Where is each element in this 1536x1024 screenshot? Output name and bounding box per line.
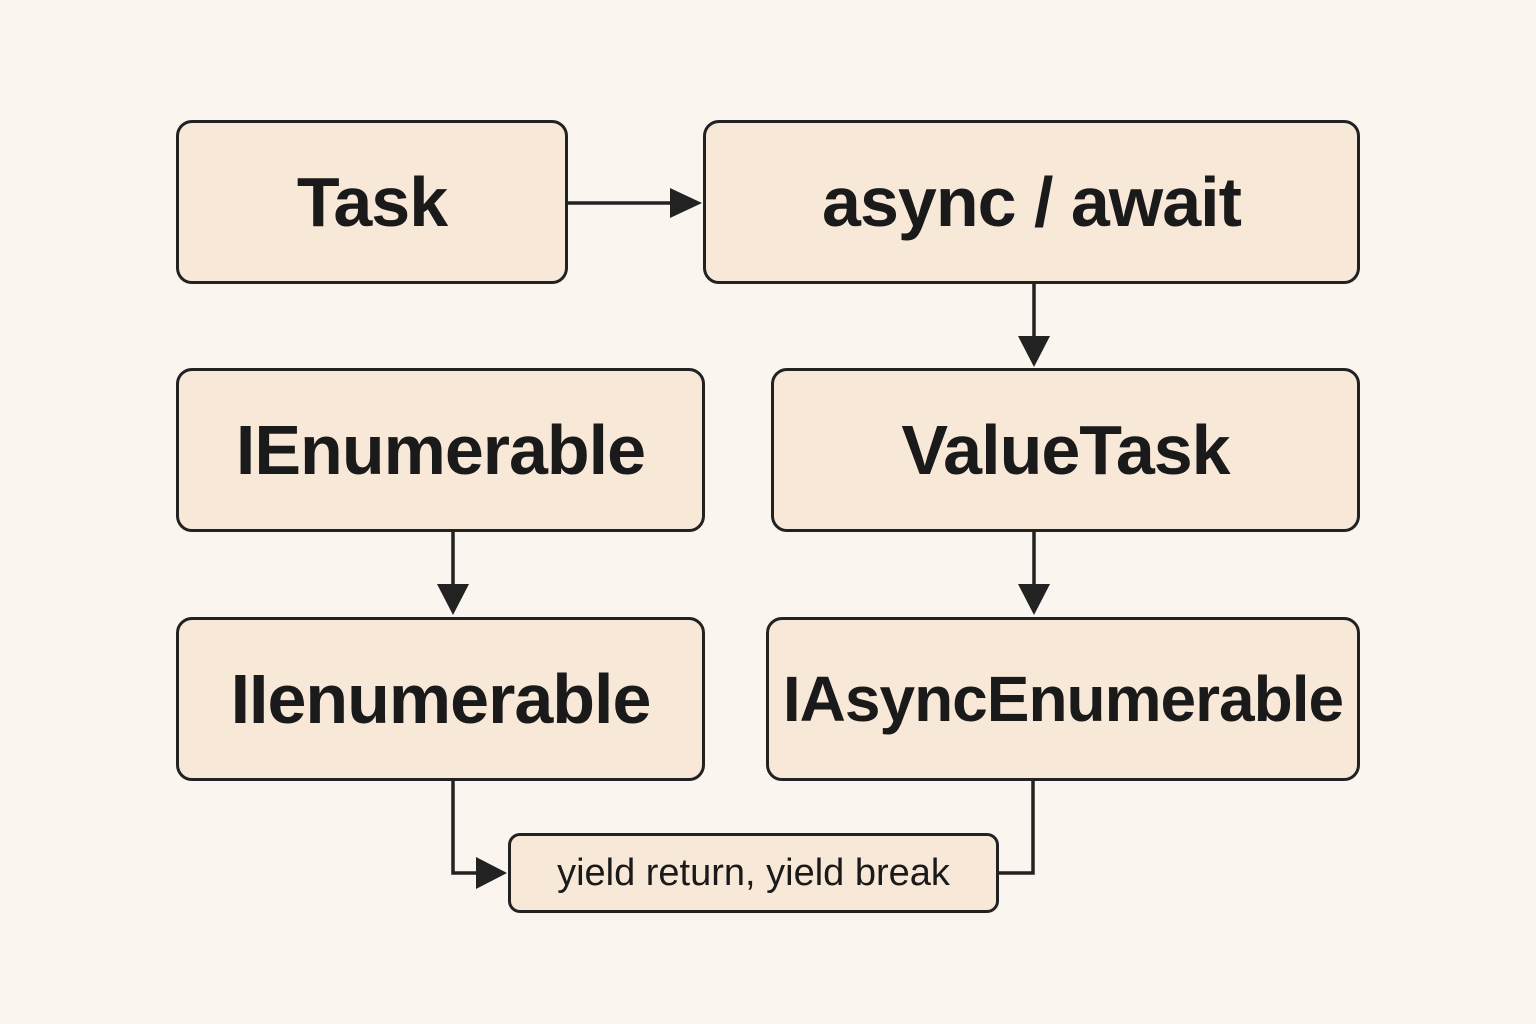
edge-iasync-to-yield (999, 781, 1035, 875)
edge-iienumerable-to-yield (451, 781, 478, 875)
edge-valuetask-to-iasync-arrowhead (1018, 584, 1050, 615)
edge-async-to-valuetask-arrowhead (1018, 336, 1050, 367)
node-yield: yield return, yield break (508, 833, 999, 913)
edge-iienumerable-to-yield-arrowhead (476, 857, 507, 889)
node-valuetask: ValueTask (771, 368, 1360, 532)
node-async-await: async / await (703, 120, 1360, 284)
edge-task-to-async-arrowhead (670, 188, 702, 218)
node-valuetask-label: ValueTask (901, 411, 1230, 489)
edge-ienumerable-to-iienumerable-arrowhead (437, 584, 469, 615)
node-iasyncenumerable: IAsyncEnumerable (766, 617, 1360, 781)
node-iienumerable: IIenumerable (176, 617, 705, 781)
node-ienumerable-label: IEnumerable (235, 411, 646, 489)
node-yield-label: yield return, yield break (557, 851, 950, 894)
node-task-label: Task (296, 163, 448, 241)
node-ienumerable: IEnumerable (176, 368, 705, 532)
node-iasyncenumerable-label: IAsyncEnumerable (782, 663, 1344, 735)
node-task: Task (176, 120, 568, 284)
node-iienumerable-label: IIenumerable (230, 660, 652, 738)
node-async-await-label: async / await (822, 163, 1242, 241)
